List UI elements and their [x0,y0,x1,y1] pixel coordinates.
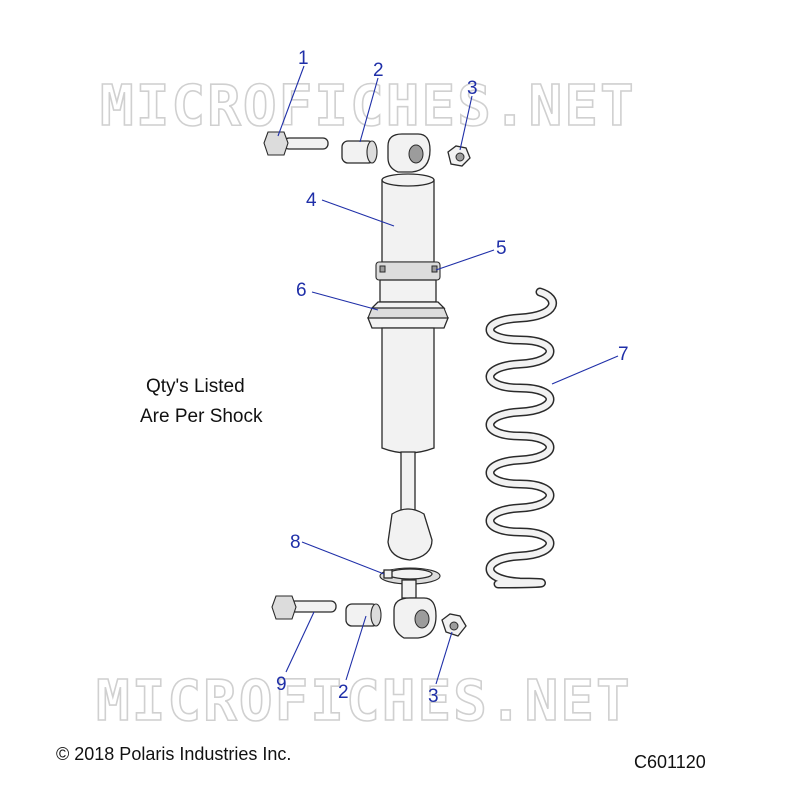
callout-6: 6 [296,280,307,301]
watermark-top: MICROFICHES.NET [100,74,636,139]
part-3-nut-bottom[interactable] [441,613,467,637]
leader-7 [551,355,619,385]
shock-bottom-eyelet[interactable] [393,579,437,639]
part-3-nut-top[interactable] [447,145,471,167]
leader-4 [321,199,395,227]
quantity-note-line-1: Qty's Listed [146,376,245,397]
leader-3-top [459,95,473,151]
callout-5: 5 [496,238,507,259]
part-8-retainer[interactable] [379,567,441,585]
part-4-shock-body[interactable] [381,173,435,263]
callout-1: 1 [298,48,309,69]
shock-shaft [400,451,416,511]
watermark-bottom: MICROFICHES.NET [96,669,632,734]
part-5-lock-ring[interactable] [375,261,441,281]
leader-5 [435,249,495,271]
copyright-text: © 2018 Polaris Industries Inc. [56,744,292,764]
part-1-bolt[interactable] [263,131,329,156]
part-2-bushing-bottom[interactable] [345,603,382,627]
diagram-code: C601120 [634,752,706,772]
leader-8 [301,541,385,575]
callout-3-bottom: 3 [428,686,439,707]
shock-bump-stop [387,508,433,561]
part-6-spring-seat[interactable] [367,301,449,329]
shock-top-eyelet[interactable] [387,133,431,173]
leader-6 [311,291,379,311]
callout-7: 7 [618,344,629,365]
callout-8: 8 [290,532,301,553]
callout-4: 4 [306,190,317,211]
callout-2-bottom: 2 [338,682,349,703]
quantity-note: Qty's Listed Are Per Shock [140,372,263,432]
callout-9: 9 [276,674,287,695]
leader-2-bottom [345,615,367,681]
part-9-bolt[interactable] [271,595,337,620]
part-2-bushing-top[interactable] [341,140,378,164]
shock-body-mid [379,279,437,303]
leader-1 [277,65,305,137]
leader-3-bottom [435,631,453,685]
quantity-note-line-2: Are Per Shock [140,406,263,427]
part-7-spring[interactable] [485,287,557,589]
leader-2-top [359,77,379,143]
callout-2-top: 2 [373,60,384,81]
shock-lower-cylinder [381,327,435,454]
callout-3-top: 3 [467,78,478,99]
leader-9 [285,611,315,673]
